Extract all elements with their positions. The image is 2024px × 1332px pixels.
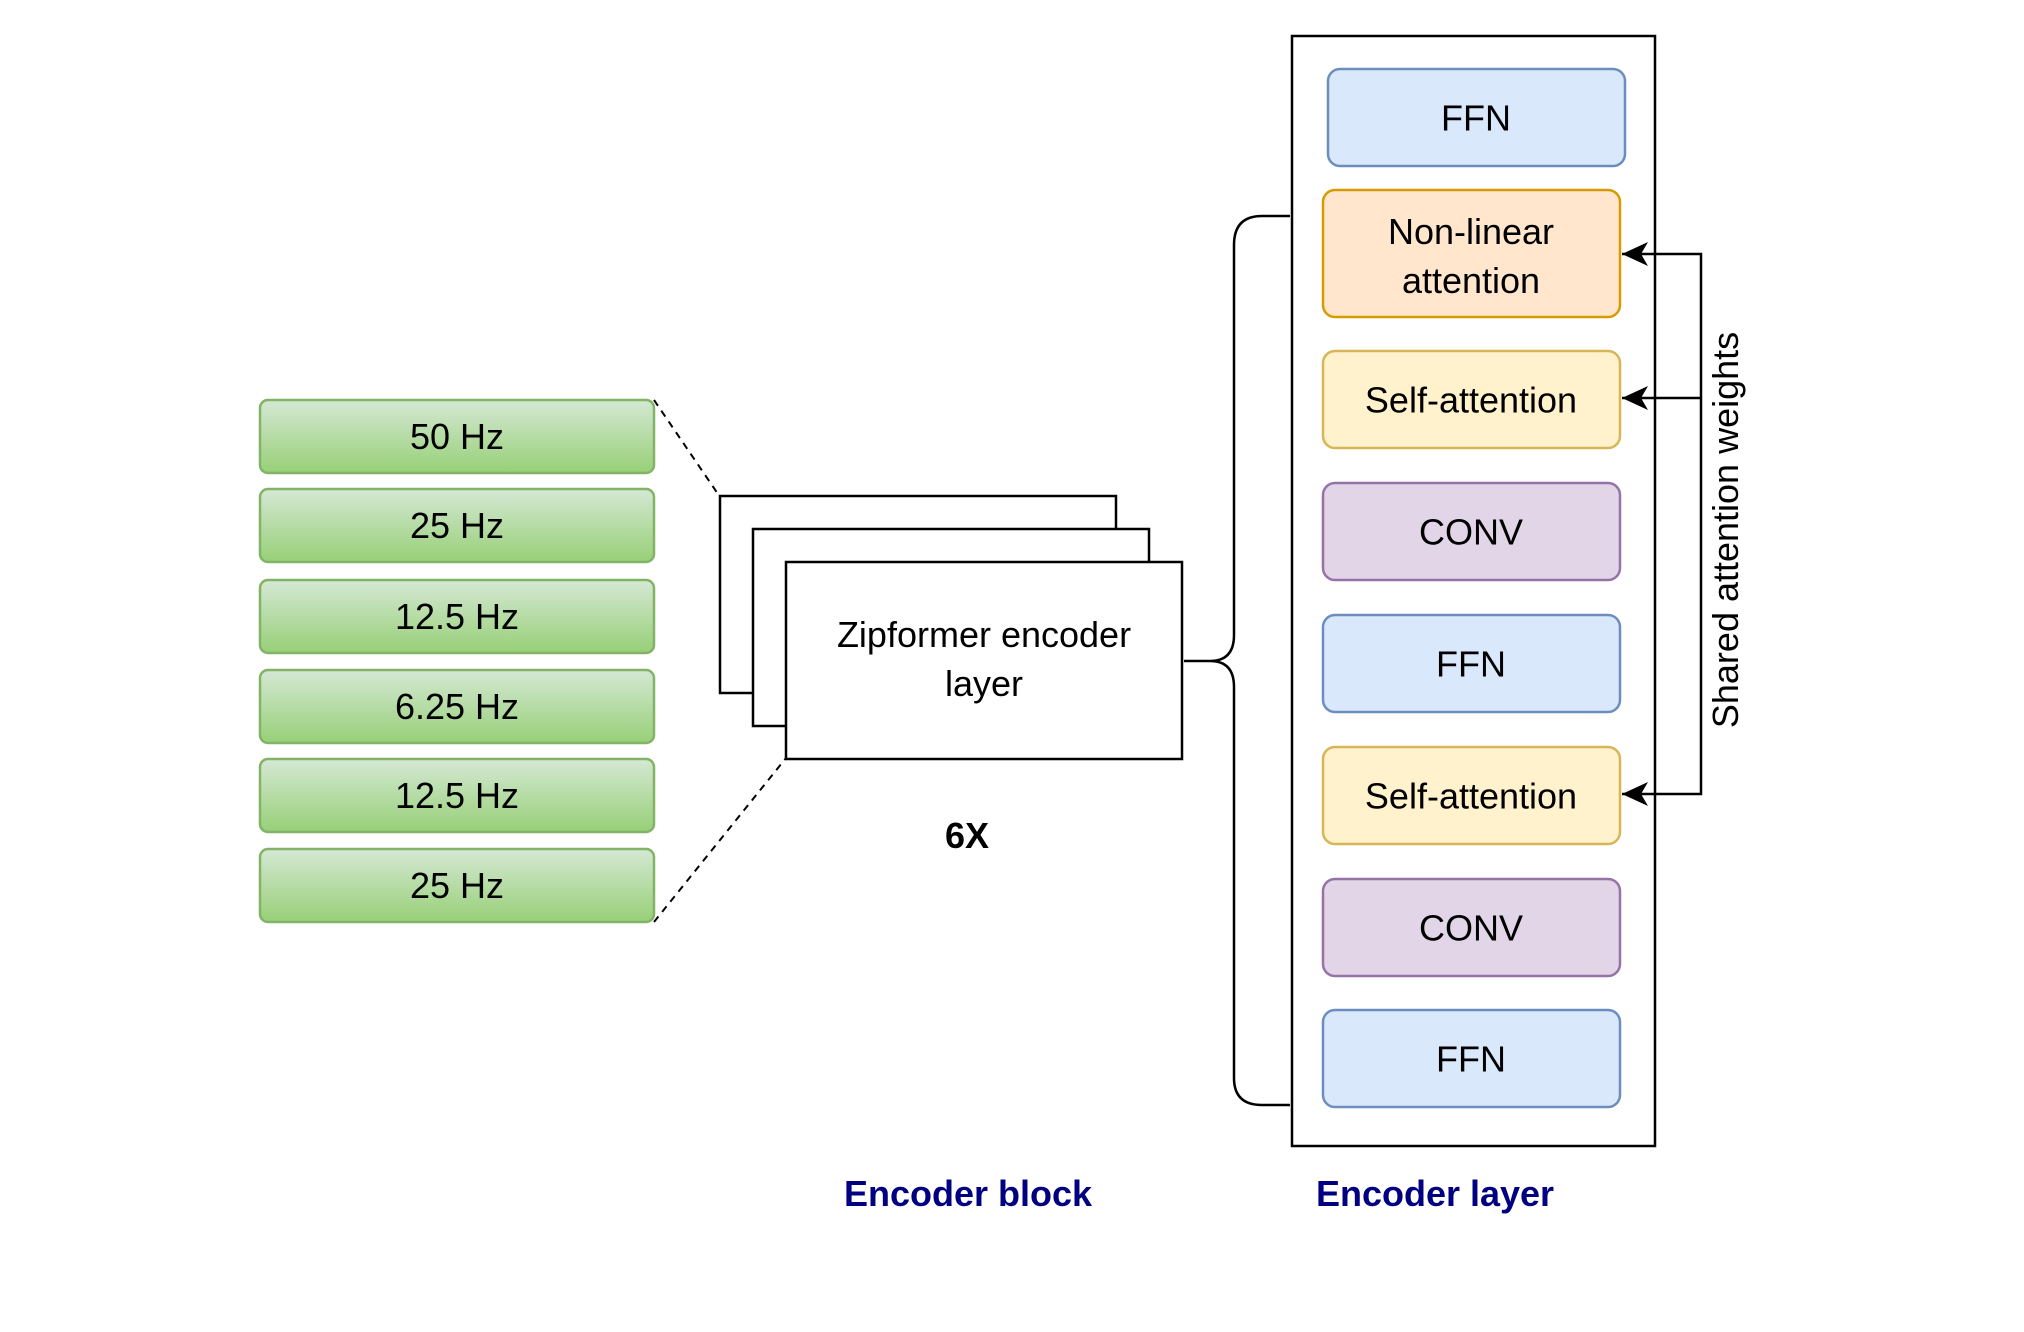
encoder-block-caption: Encoder block: [844, 1173, 1093, 1214]
module-sa-6: [1321, 745, 1622, 846]
shared-attention-weights-label: Shared attention weights: [1705, 332, 1746, 728]
module-label: FFN: [1436, 1039, 1506, 1080]
encoder-layer-caption: Encoder layer: [1316, 1173, 1554, 1214]
arrowhead-self-attention-1-icon: [1622, 386, 1648, 410]
frequency-block-6: [258, 847, 656, 924]
expansion-line-bottom: [653, 757, 787, 923]
curly-brace-connector: [1184, 214, 1290, 1107]
frequency-block-label: 12.5 Hz: [395, 596, 519, 637]
module-conv-7: [1321, 877, 1622, 978]
frequency-block-label: 50 Hz: [410, 416, 504, 457]
module-ffn-5: [1321, 613, 1622, 714]
module-label: CONV: [1419, 512, 1523, 553]
frequency-block-1: [258, 398, 656, 475]
frequency-block-label: 6.25 Hz: [395, 686, 519, 727]
expansion-line-top: [653, 399, 719, 495]
frequency-block-2: [258, 487, 656, 564]
stacked-layer-label-line1: Zipformer encoder: [837, 614, 1131, 655]
stacked-layer-card-front: [784, 560, 1184, 761]
module-label: Self-attention: [1365, 380, 1577, 421]
module-ffn-8: [1321, 1008, 1622, 1109]
frequency-block-label: 25 Hz: [410, 505, 504, 546]
module-label: CONV: [1419, 908, 1523, 949]
module-label: Self-attention: [1365, 776, 1577, 817]
module-label-line2: attention: [1402, 260, 1540, 301]
module-conv-4: [1321, 481, 1622, 582]
arrowhead-nla-icon: [1622, 242, 1648, 266]
frequency-block-label: 12.5 Hz: [395, 775, 519, 816]
frequency-block-list: 50 Hz 25 Hz 12.5 Hz 6.25 Hz 12.5 Hz 25 Hz: [258, 398, 656, 924]
stacked-layer-label-line2: layer: [945, 663, 1023, 704]
module-label: FFN: [1441, 98, 1511, 139]
module-label-line1: Non-linear: [1388, 211, 1554, 252]
frequency-block-label: 25 Hz: [410, 865, 504, 906]
frequency-block-3: [258, 578, 656, 655]
module-nla-2: [1321, 188, 1622, 319]
module-sa-3: [1321, 349, 1622, 450]
encoder-layer-module-list: FFNNon-linearattentionSelf-attentionCONV…: [1321, 67, 1627, 1109]
frequency-block-5: [258, 757, 656, 834]
module-ffn-1: [1326, 67, 1627, 168]
repeat-count-label: 6X: [945, 815, 989, 856]
module-label: FFN: [1436, 644, 1506, 685]
frequency-block-4: [258, 668, 656, 745]
arrowhead-self-attention-2-icon: [1622, 782, 1648, 806]
